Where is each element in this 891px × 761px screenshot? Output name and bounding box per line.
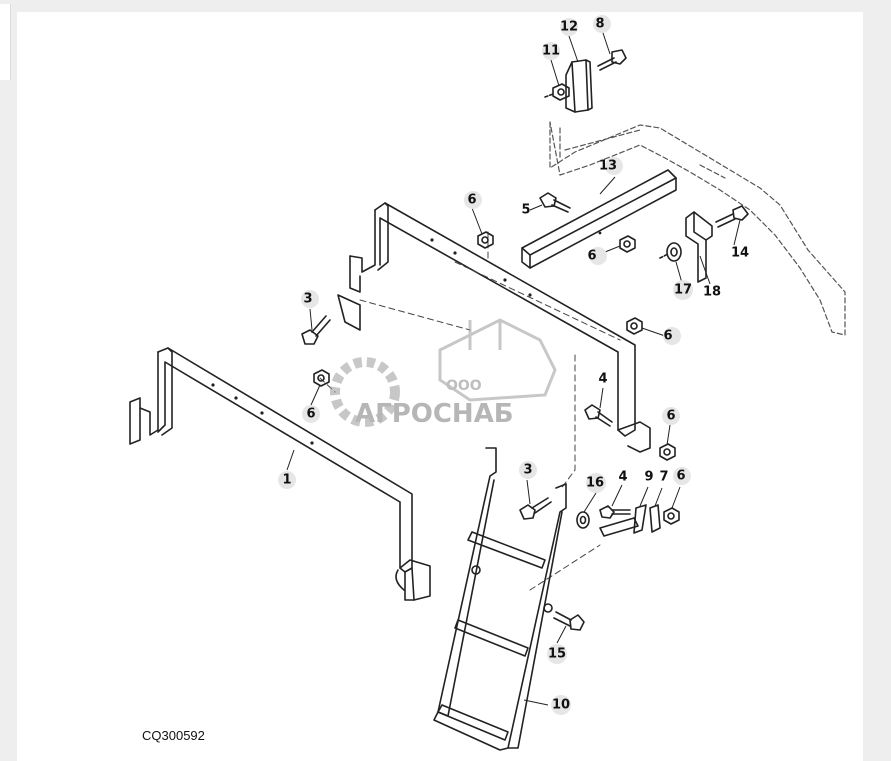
part-1-frame — [129, 347, 431, 601]
svg-text:6: 6 — [666, 409, 675, 424]
part-9-link — [599, 504, 647, 537]
svg-text:3: 3 — [523, 463, 532, 478]
callout-15: 15 — [547, 644, 567, 664]
part-16-washer — [576, 511, 590, 529]
callout-16: 16 — [586, 473, 606, 493]
callout-17: 17 — [673, 280, 693, 300]
callout-5: 5 — [521, 203, 530, 218]
svg-text:6: 6 — [467, 193, 476, 208]
part-4-bolt-lower — [599, 505, 631, 519]
svg-text:4: 4 — [618, 470, 627, 485]
part-10-ladder — [433, 447, 567, 751]
svg-text:9: 9 — [644, 470, 653, 485]
svg-text:17: 17 — [674, 283, 692, 298]
part-3-bolt-lower — [519, 497, 552, 520]
gear-logo-icon — [330, 357, 400, 427]
part-8-bolt — [597, 49, 627, 71]
part-12-bracket — [565, 59, 593, 113]
svg-text:14: 14 — [731, 246, 749, 261]
svg-text:4: 4 — [598, 372, 607, 387]
callout-1: 1 — [278, 471, 296, 489]
diagram-viewer: ООО АГРОСНАБ 12 8 11 13 5 6 6 14 17 18 — [17, 12, 863, 761]
assembly-guide-lines — [319, 231, 621, 591]
svg-text:5: 5 — [521, 203, 530, 218]
part-7-clip — [649, 504, 661, 533]
part-3-bolt-left — [301, 315, 331, 345]
machine-frame-outline — [549, 121, 846, 336]
svg-text:6: 6 — [676, 469, 685, 484]
rear-frame-tube — [337, 202, 651, 453]
watermark-prefix: ООО — [446, 378, 482, 394]
part-14-bolt — [715, 205, 749, 228]
part-6-nut-frame — [477, 231, 494, 249]
callout-8: 8 — [593, 15, 611, 33]
callout-6-right: 6 — [663, 327, 681, 345]
svg-text:15: 15 — [548, 647, 566, 662]
svg-text:6: 6 — [587, 249, 596, 264]
svg-text:16: 16 — [586, 476, 604, 491]
part-5-bolt — [539, 192, 571, 213]
svg-text:10: 10 — [552, 698, 570, 713]
callout-4-lower: 4 — [618, 470, 627, 485]
exploded-parts-diagram: ООО АГРОСНАБ 12 8 11 13 5 6 6 14 17 18 — [129, 15, 846, 751]
svg-text:1: 1 — [282, 473, 291, 488]
frame-holes — [211, 231, 602, 445]
callout-6-part13: 6 — [587, 247, 607, 265]
callout-18: 18 — [703, 285, 721, 300]
svg-text:3: 3 — [303, 292, 312, 307]
part-13-bracket — [521, 169, 677, 269]
part-6-nut-lower-right — [659, 443, 676, 461]
callout-6-upper: 6 — [464, 191, 482, 209]
svg-text:6: 6 — [306, 407, 315, 422]
callout-13: 13 — [599, 157, 623, 175]
callout-6-left: 6 — [302, 405, 320, 423]
callout-12: 12 — [560, 18, 578, 36]
callout-14: 14 — [731, 246, 749, 261]
svg-text:11: 11 — [542, 44, 560, 59]
callout-leaders — [286, 29, 741, 706]
callout-11: 11 — [542, 42, 560, 60]
svg-text:18: 18 — [703, 285, 721, 300]
part-11-nut — [552, 83, 570, 101]
svg-text:6: 6 — [663, 329, 672, 344]
callout-7: 7 — [659, 470, 668, 485]
callout-10: 10 — [551, 695, 571, 715]
drawing-code: CQ300592 — [142, 728, 205, 743]
part-17-washer — [666, 242, 682, 262]
callout-3-left: 3 — [301, 290, 319, 308]
callout-9: 9 — [644, 470, 653, 485]
part-4-bolt-upper — [584, 404, 613, 427]
side-panel-edge — [0, 4, 11, 80]
callout-4-upper: 4 — [598, 372, 607, 387]
callout-3-lower: 3 — [519, 461, 537, 479]
part-15-bolt — [553, 611, 585, 631]
part-6-nut-right — [626, 317, 643, 335]
watermark-brand: АГРОСНАБ — [355, 399, 514, 429]
svg-text:12: 12 — [560, 20, 578, 35]
svg-text:7: 7 — [659, 470, 668, 485]
part-6-nut-bottom — [663, 507, 680, 525]
svg-text:13: 13 — [599, 159, 617, 174]
watermark-logo: ООО АГРОСНАБ — [330, 318, 557, 429]
svg-text:8: 8 — [595, 17, 604, 32]
part-18-bracket — [685, 211, 713, 283]
callout-6-lower-right: 6 — [662, 407, 680, 425]
part-6-nut-upper — [619, 235, 636, 253]
part-6-nut-left — [313, 369, 330, 387]
callout-6-bottom: 6 — [673, 467, 691, 485]
